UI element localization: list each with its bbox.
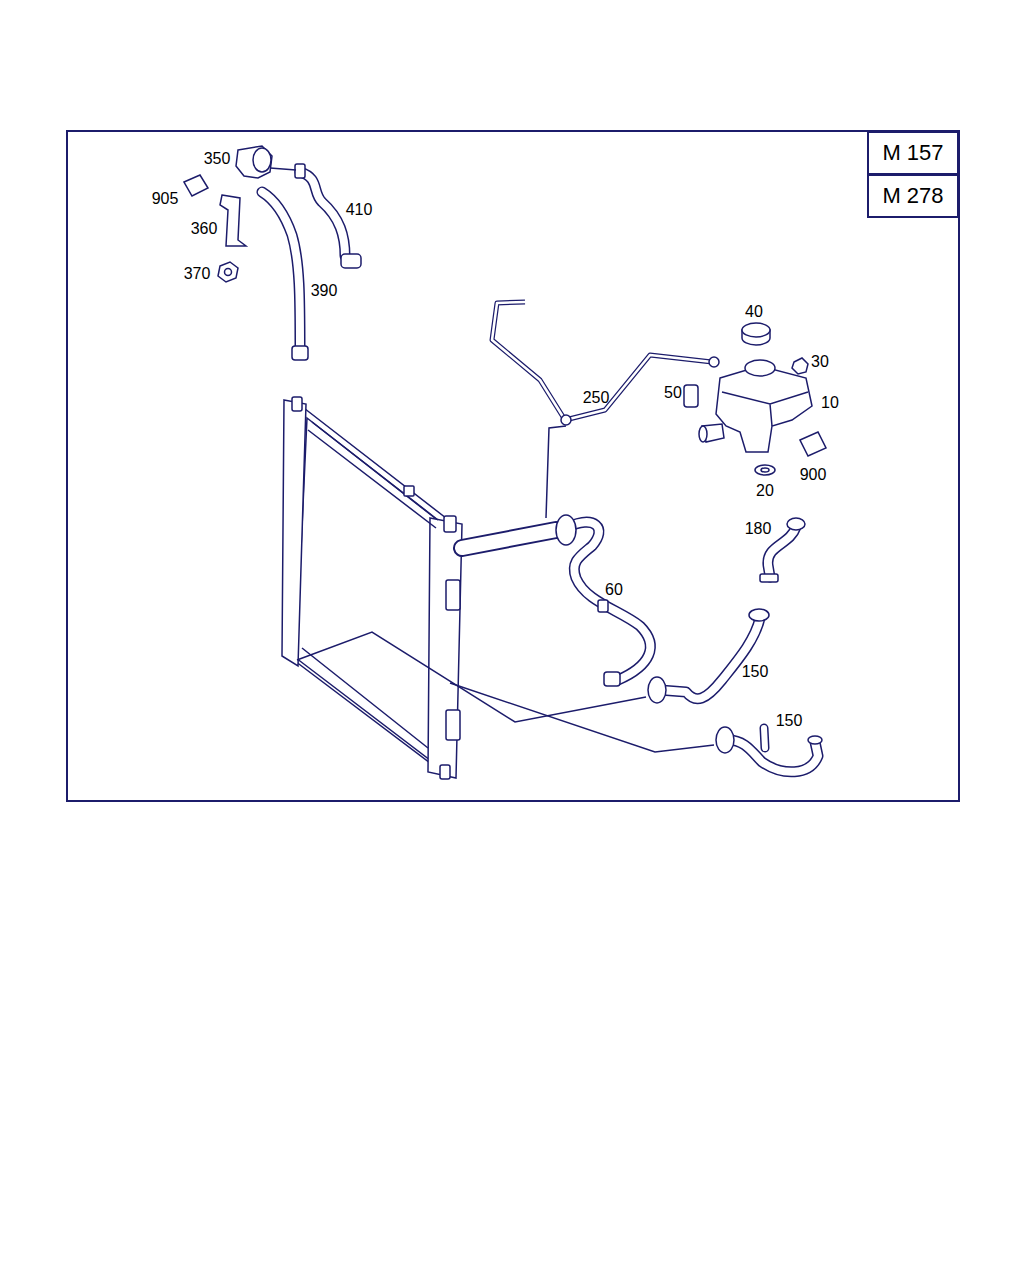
callout-number: 40 — [745, 304, 763, 320]
callout-number: 60 — [605, 582, 623, 598]
callout-number: 390 — [311, 283, 338, 299]
engine-code-box: M 278 — [867, 174, 959, 218]
callout-number: 410 — [346, 202, 373, 218]
radiator — [282, 397, 462, 779]
engine-code: M 278 — [882, 183, 943, 209]
callout-number: 900 — [800, 467, 827, 483]
pump-group — [184, 146, 361, 360]
callout-number: 50 — [664, 385, 682, 401]
callout-number: 30 — [811, 354, 829, 370]
engine-code: M 157 — [882, 140, 943, 166]
callout-number: 250 — [583, 390, 610, 406]
callout-number: 905 — [152, 191, 179, 207]
callout-number: 370 — [184, 266, 211, 282]
callout-number: 150 — [776, 713, 803, 729]
callout-number: 20 — [756, 483, 774, 499]
callout-number: 350 — [204, 151, 231, 167]
reservoir — [684, 323, 826, 475]
callout-number: 180 — [745, 521, 772, 537]
callout-number: 10 — [821, 395, 839, 411]
callout-number: 150 — [742, 664, 769, 680]
callout-number: 360 — [191, 221, 218, 237]
engine-code-box: M 157 — [867, 131, 959, 175]
frame — [67, 131, 959, 801]
